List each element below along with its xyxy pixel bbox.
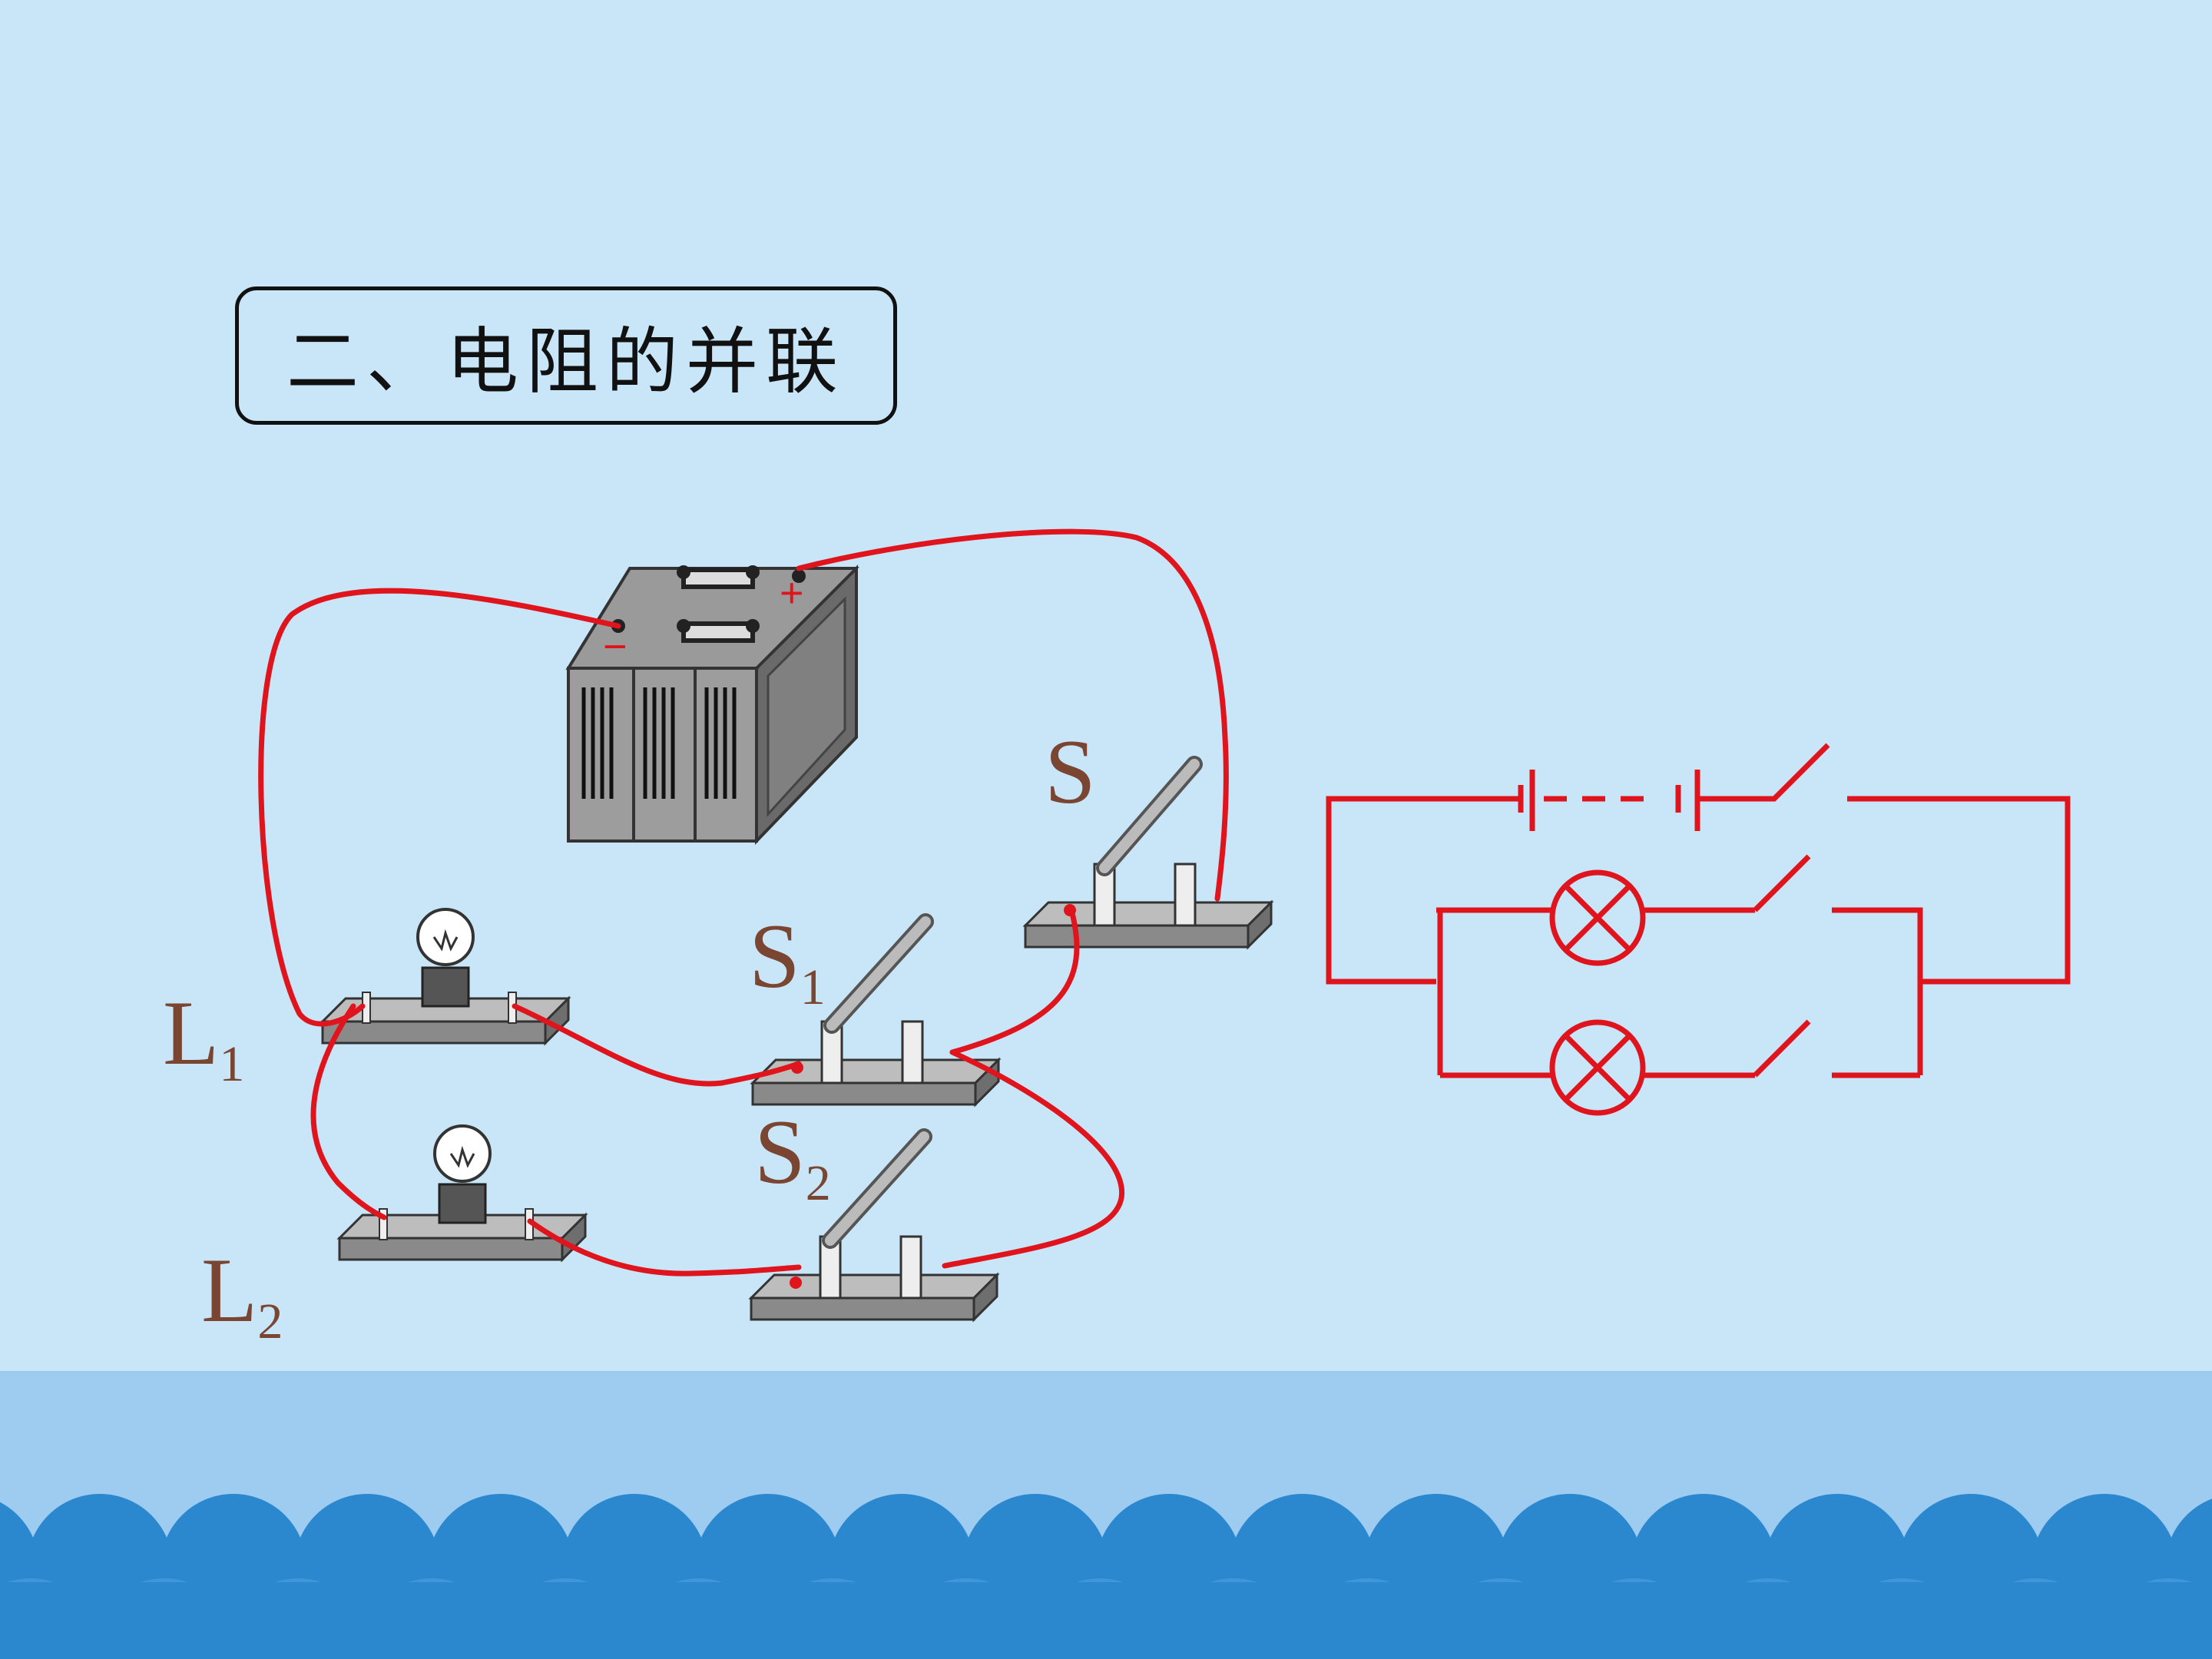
lamp-l1 <box>321 908 570 1045</box>
lamp-l2 <box>338 1124 587 1261</box>
label-s: S <box>1045 726 1096 818</box>
page-title: 二、电阻的并联 <box>286 320 846 404</box>
label-s-text: S <box>1045 720 1096 823</box>
wire-switch-s-to-s1 <box>949 907 1080 1055</box>
schematic-lamp-top <box>1549 869 1646 966</box>
wire-battery-plus-to-switch-s <box>796 528 1229 902</box>
label-l1-main: L <box>163 982 220 1084</box>
label-s2-main: S <box>754 1101 806 1203</box>
label-s1-sub: 1 <box>800 959 826 1015</box>
wire-l2-to-s2 <box>527 1218 802 1277</box>
battery-plus-sign: + <box>780 570 804 616</box>
label-l1-sub: 1 <box>219 1036 245 1092</box>
wire-s1-to-s2 <box>942 1049 1125 1269</box>
label-l2: L2 <box>201 1244 283 1347</box>
wire-l1-to-l2 <box>310 1003 387 1220</box>
wave-decoration <box>0 1371 2212 1659</box>
circuit-wires <box>258 528 1229 1277</box>
schematic-lamp-bottom <box>1549 1019 1646 1116</box>
label-l2-sub: 2 <box>257 1293 283 1349</box>
wave-base-band <box>0 1582 2212 1659</box>
battery-minus-sign: − <box>603 624 628 670</box>
label-l2-main: L <box>201 1239 258 1341</box>
label-s1-main: S <box>749 905 800 1007</box>
wire-l1-to-s1 <box>512 1003 802 1087</box>
label-s1: S1 <box>749 910 826 1013</box>
switch-s2 <box>750 1128 998 1321</box>
title-box: 二、电阻的并联 <box>235 286 897 425</box>
switch-s <box>1024 756 1273 949</box>
label-s2: S2 <box>754 1106 831 1209</box>
label-s2-sub: 2 <box>805 1155 831 1211</box>
schematic-diagram <box>1326 743 2071 1116</box>
battery: + − <box>565 565 859 845</box>
label-l1: L1 <box>163 987 244 1090</box>
wire-battery-minus-to-l1 <box>258 588 621 1027</box>
